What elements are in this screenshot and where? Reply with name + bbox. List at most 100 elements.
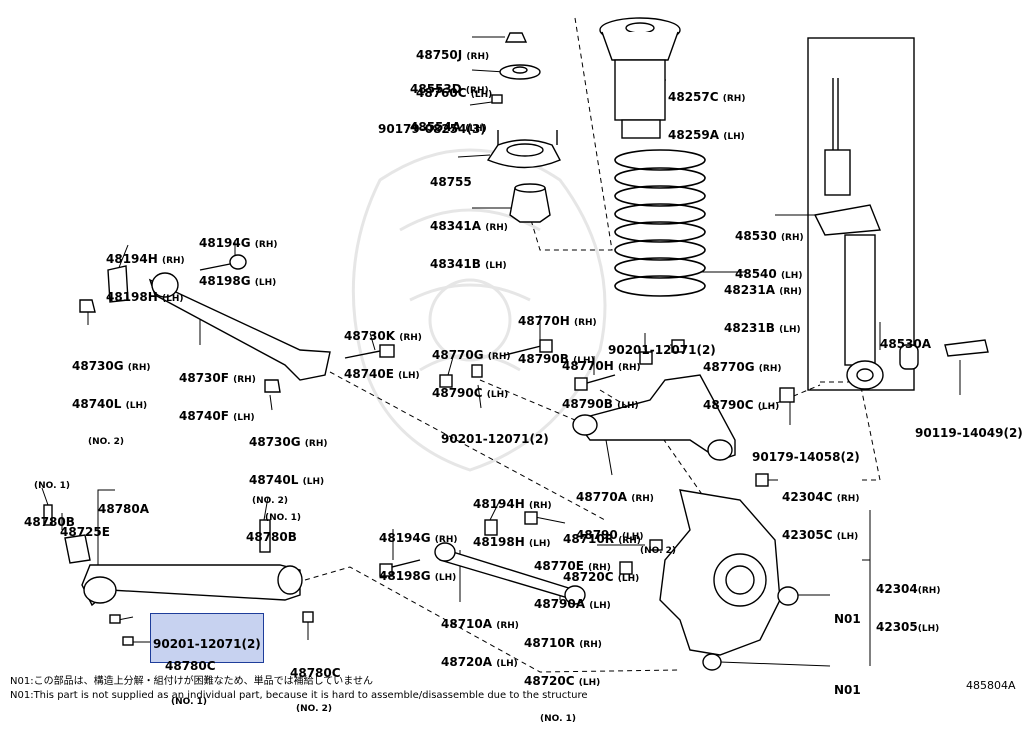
part-number: 48720A: [441, 655, 493, 669]
diagram-id: 485804A: [966, 679, 1016, 692]
part-number: 48780B: [24, 515, 75, 529]
side-label: (LH): [617, 401, 639, 411]
callout-48755[interactable]: 48755: [430, 152, 472, 200]
side-label: (LH): [302, 477, 325, 487]
part-number: 48730F: [179, 371, 229, 385]
callout-48710R-a[interactable]: 48710R (RH) 48720C (LH): [563, 509, 641, 597]
callout-90201-12071-highlighted[interactable]: 90201-12071(2): [150, 613, 264, 663]
callout-N01-hub[interactable]: N01: [834, 589, 861, 637]
side-label: (LH): [398, 371, 420, 381]
part-number: 48790: [576, 528, 618, 542]
part-number: 90119-14049(2): [915, 426, 1023, 440]
callout-48780B-no2[interactable]: (NO. 2) 48780B: [246, 471, 297, 555]
shock-absorber: [807, 37, 989, 391]
callout-90179-14058[interactable]: 90179-14058(2): [752, 427, 860, 475]
part-number: 90179-08254(3): [378, 122, 486, 136]
part-number: 48770G: [432, 348, 484, 362]
part-number: 42305: [876, 620, 918, 634]
part-number: 48730K: [344, 329, 396, 343]
part-number: 48790C: [432, 386, 483, 400]
side-label: (RH): [617, 363, 641, 373]
callout-48730F[interactable]: 48730F (RH) 48740F (LH): [179, 348, 256, 436]
part-number: 48730G: [249, 435, 301, 449]
part-number: 48530: [735, 229, 777, 243]
callout-48730G-no1[interactable]: 48730G (RH) 48740L (LH) (NO. 1): [249, 412, 328, 536]
callout-48780C-no1[interactable]: 48780C (NO. 1): [165, 636, 216, 720]
side-label: (RH): [496, 621, 519, 631]
side-label: (RH): [917, 586, 941, 596]
callout-48710A[interactable]: 48710A (RH) 48720A (LH): [441, 594, 519, 682]
callout-90201-12071-a[interactable]: 90201-12071(2): [608, 320, 716, 368]
callout-48770H-b[interactable]: 48770H (RH) 48790B (LH): [562, 336, 641, 424]
side-label: (LH): [254, 278, 277, 288]
side-label: (LH): [485, 261, 507, 271]
callout-48770G-a[interactable]: 48770G (RH) 48790C (LH): [432, 325, 511, 413]
callout-42304C[interactable]: 42304C (RH) 42305C (LH): [782, 467, 859, 555]
side-label: (RH): [399, 333, 422, 343]
part-number: 48257C: [668, 90, 719, 104]
side-label: (RH): [485, 223, 508, 233]
callout-90201-12071-b[interactable]: 90201-12071(2): [441, 409, 549, 457]
lower-arms: [43, 504, 633, 646]
side-label: (RH): [573, 318, 597, 328]
callout-48770H-a[interactable]: 48770H (RH) 48790B (LH): [518, 291, 597, 379]
part-number: 90201-12071(2): [608, 343, 716, 357]
callout-48770A[interactable]: 48770A (RH) 48790 (LH): [576, 467, 654, 555]
side-label: (RH): [618, 536, 641, 546]
callout-48750J[interactable]: 48750J (RH) 48760C (LH): [416, 25, 492, 113]
variant-label: (NO. 1): [34, 481, 71, 491]
callout-48194G-upper[interactable]: 48194G (RH) 48198G (LH): [199, 213, 278, 301]
callout-48780A[interactable]: 48780A: [98, 479, 149, 527]
part-number: 48540: [735, 267, 777, 281]
side-label: (LH): [125, 401, 148, 411]
side-label: (RH): [254, 240, 278, 250]
side-label: (LH): [617, 574, 640, 584]
callout-90119-14049[interactable]: 90119-14049(2): [915, 403, 1023, 451]
callout-42304[interactable]: 42304(RH) 42305(LH): [876, 559, 940, 647]
part-number: 48710R: [524, 636, 575, 650]
callout-48231A[interactable]: 48231A (RH) 48231B (LH): [724, 260, 802, 348]
part-number: 48770H: [518, 314, 570, 328]
callout-48194H-upper[interactable]: 48194H (RH) 48198H (LH): [106, 229, 185, 317]
parts-diagram: 48750J (RH) 48760C (LH) 48553D (RH) 4855…: [10, 17, 1023, 724]
side-label: (RH): [233, 375, 256, 385]
callout-48770G-b[interactable]: 48770G (RH) 48790C (LH): [703, 337, 782, 425]
side-label: (LH): [573, 356, 595, 366]
callout-48770E[interactable]: 48770E (RH) 48790A (LH): [534, 536, 611, 624]
callout-48730K[interactable]: 48730K (RH) 48740E (LH): [344, 306, 422, 394]
callout-N01-bushing[interactable]: N01: [834, 660, 861, 708]
part-number: 48790C: [703, 398, 754, 412]
part-number: 48198G: [379, 569, 431, 583]
callout-48341A[interactable]: 48341A (RH) 48341B (LH): [430, 196, 508, 284]
part-number: 42304: [876, 582, 918, 596]
part-number: 48760C: [416, 86, 467, 100]
note-ref: N01: [834, 612, 861, 626]
dust-boot: [599, 17, 681, 139]
side-label: (LH): [779, 325, 801, 335]
side-label: (LH): [434, 573, 457, 583]
callout-48710R-no1[interactable]: 48710R (RH) 48720C (LH) (NO. 1): [524, 613, 602, 737]
callout-90179-08254[interactable]: 90179-08254(3): [378, 99, 486, 147]
callout-48730G-no2[interactable]: 48730G (RH) 48740L (LH) (NO. 2): [72, 336, 151, 460]
part-number: 48710R: [563, 532, 614, 546]
callout-48530A[interactable]: 48530A: [880, 314, 931, 362]
part-number: 48198G: [199, 274, 251, 288]
side-label: (RH): [579, 640, 602, 650]
callout-48780B-no1[interactable]: (NO. 1) 48780B: [24, 456, 75, 540]
callout-48194G-lower[interactable]: 48194G (RH) 48198G (LH): [379, 508, 458, 596]
diagram-drawing: [41, 17, 989, 673]
side-label: (RH): [722, 94, 746, 104]
callout-48257C[interactable]: 48257C (RH) 48259A (LH): [668, 67, 745, 155]
callout-48725E[interactable]: 48725E: [60, 502, 110, 550]
callout-48194H-lower[interactable]: 48194H (RH) 48198H (LH): [473, 474, 552, 562]
callout-no2-bushing[interactable]: (NO. 2): [640, 521, 676, 569]
side-label: (RH): [465, 86, 489, 96]
side-label: (RH): [127, 363, 151, 373]
callout-48553D[interactable]: 48553D (RH) 48554A (LH): [410, 59, 489, 147]
part-number: 48194H: [106, 252, 158, 266]
part-number: 48198H: [106, 290, 158, 304]
callout-48530[interactable]: 48530 (RH) 48540 (LH): [735, 206, 804, 294]
variant-label: (NO. 2): [296, 704, 333, 714]
part-number: 48730G: [72, 359, 124, 373]
part-number: 48770E: [534, 559, 584, 573]
